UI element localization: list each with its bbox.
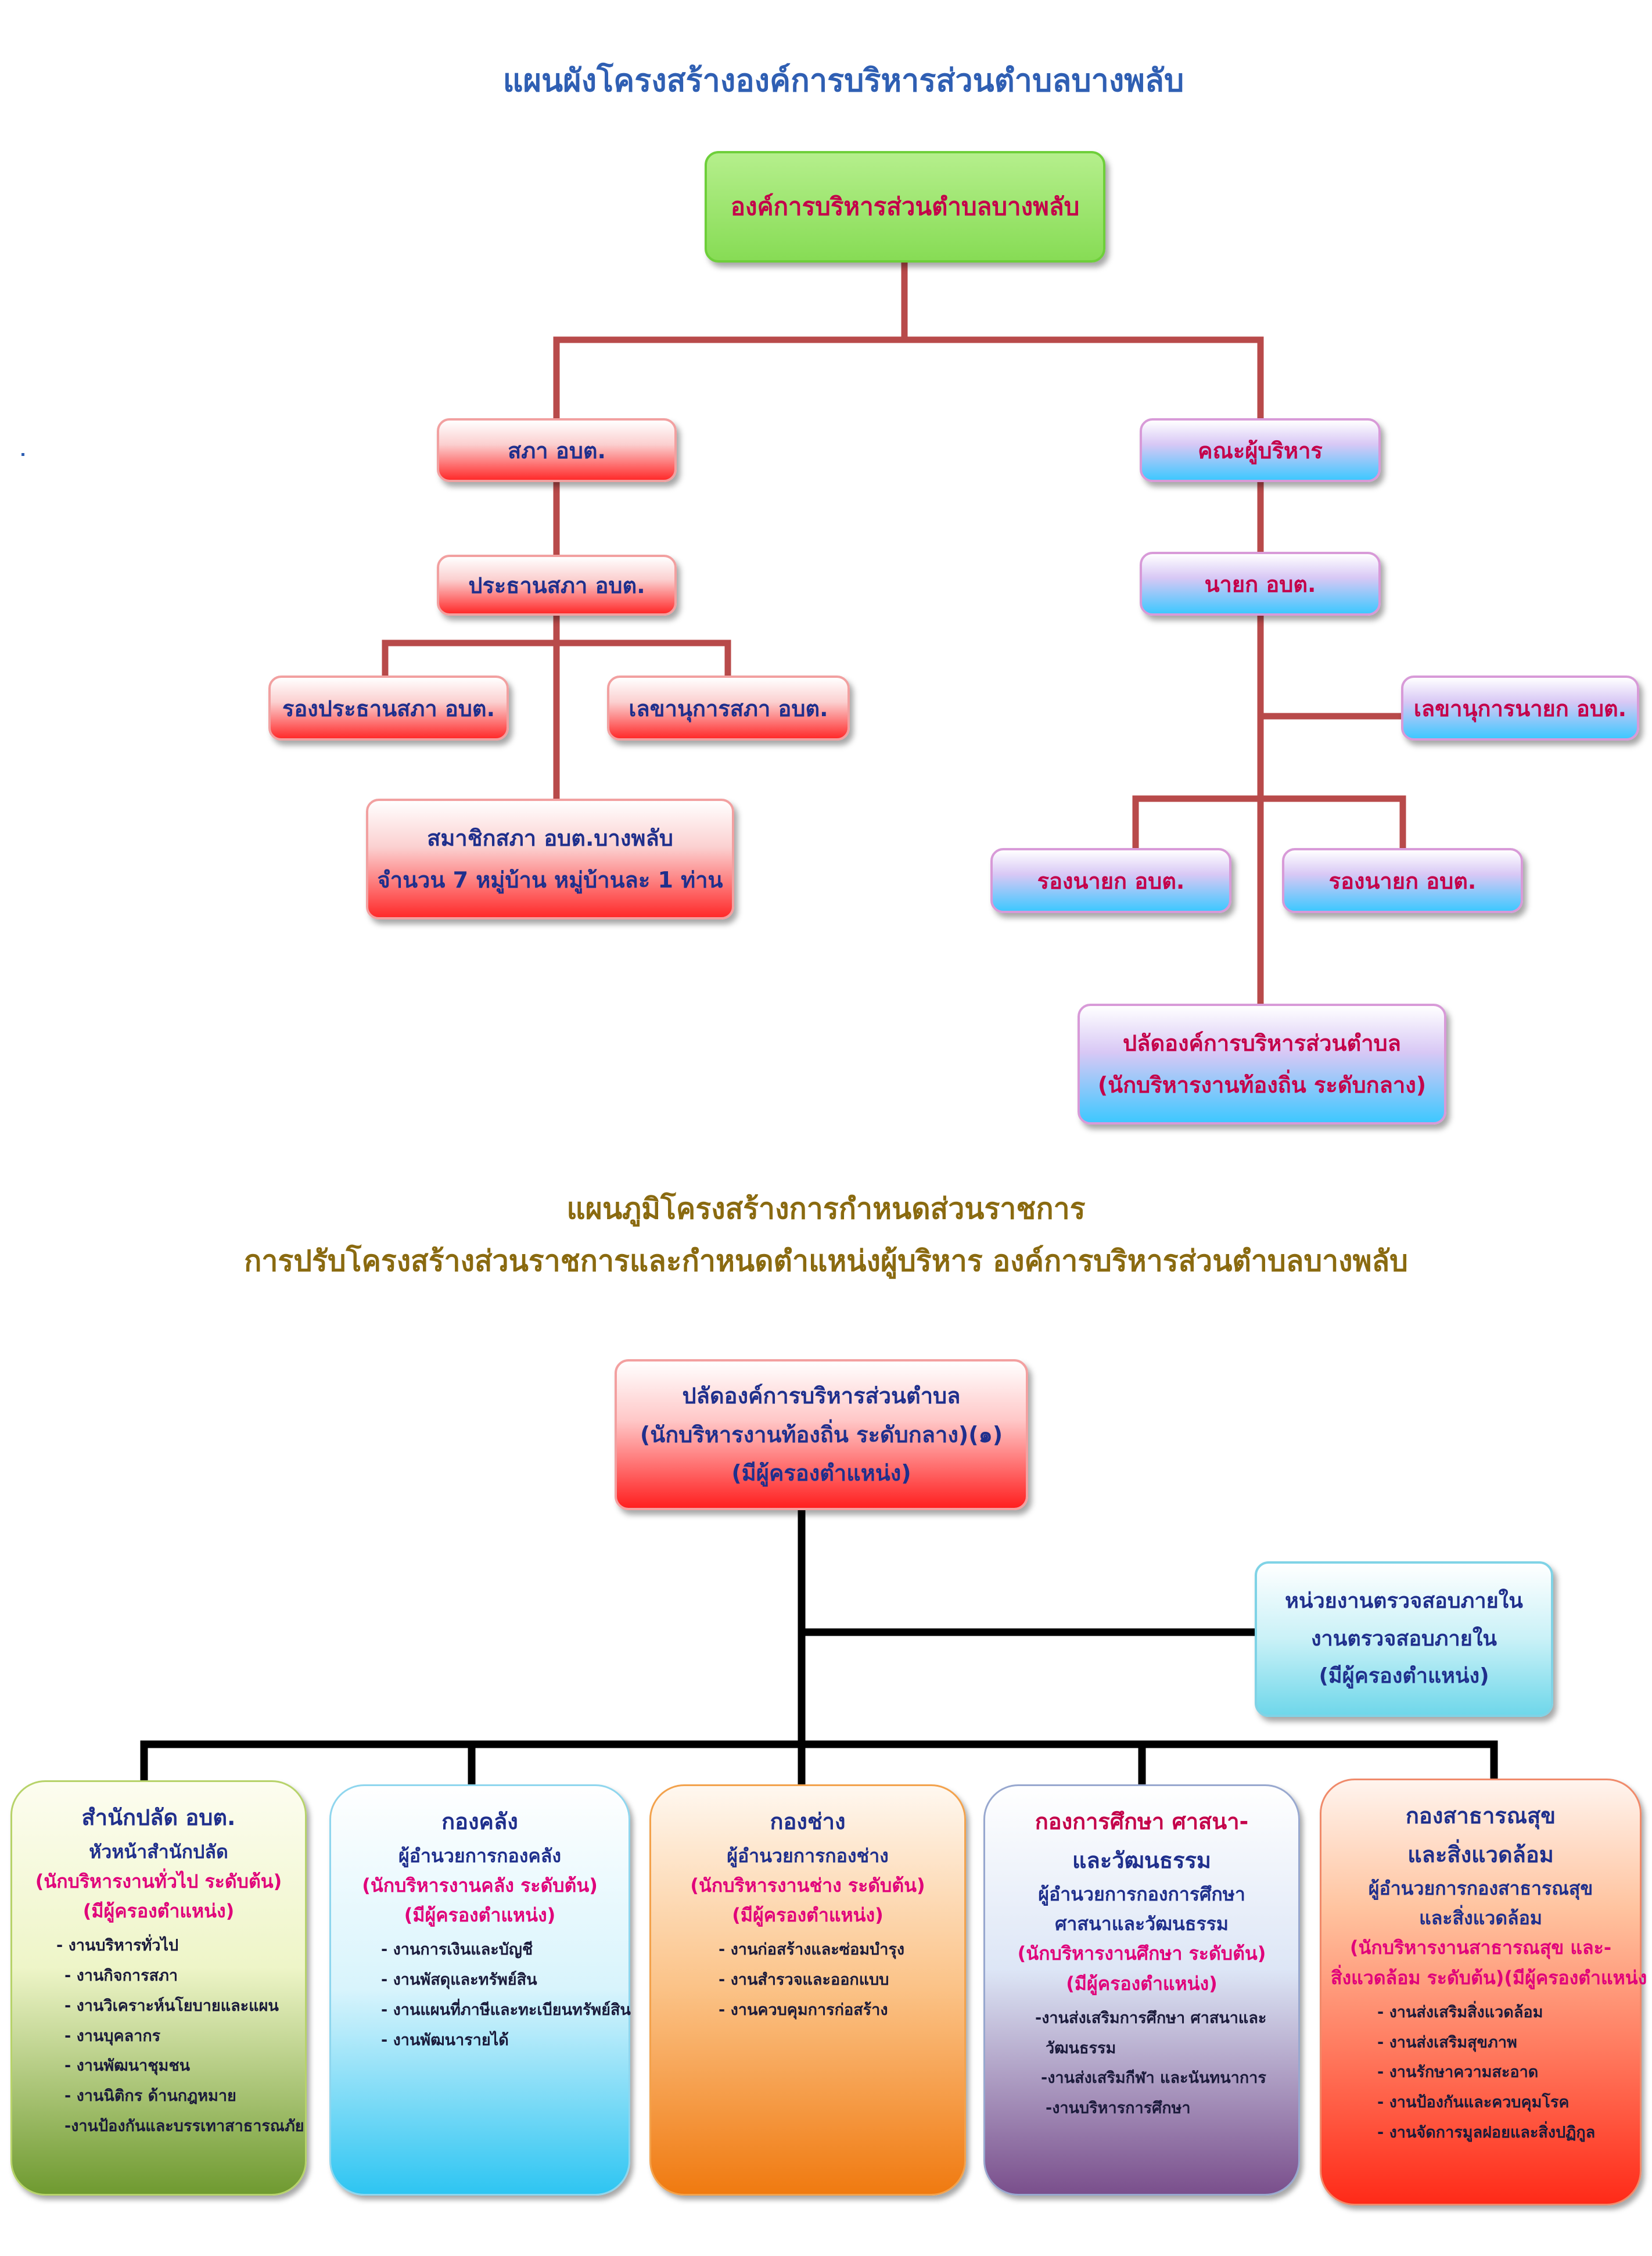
- department-status: (มีผู้ครองตำแหน่ง): [404, 1903, 556, 1926]
- task-item: -งานบริหารการศึกษา: [1046, 2099, 1191, 2118]
- department-position-line2: สิ่งแวดล้อม ระดับต้น)(มีผู้ครองตำแหน่ง: [1331, 1966, 1647, 1989]
- department-task-list: - งานก่อสร้างและซ่อมบำรุง - งานสำรวจและอ…: [660, 1935, 955, 2025]
- stray-dot: [21, 453, 24, 456]
- task-item: - งานป้องกันและควบคุมโรค: [1377, 2093, 1570, 2112]
- task-item: - งานจัดการมูลฝอยและสิ่งปฏิกูล: [1377, 2124, 1596, 2142]
- department-head: ผู้อำนวยการกองคลัง: [398, 1844, 561, 1867]
- task-item: - งานกิจการสภา: [64, 1966, 178, 1985]
- executive-box: คณะผู้บริหาร: [1140, 418, 1381, 482]
- task-item: - งานนิติกร ด้านกฎหมาย: [64, 2087, 236, 2106]
- org-top-box: องค์การบริหารส่วนตำบลบางพลับ: [705, 151, 1105, 263]
- department-name: สำนักปลัด อบต.: [81, 1805, 236, 1830]
- department-name-line2: และสิ่งแวดล้อม: [1407, 1841, 1554, 1867]
- department-name: กองช่าง: [770, 1809, 846, 1834]
- mayor-box: นายก อบต.: [1140, 552, 1381, 616]
- task-item: - งานพัสดุและทรัพย์สิน: [381, 1970, 537, 1989]
- council-box: สภา อบต.: [437, 418, 677, 482]
- department-head-line2: และสิ่งแวดล้อม: [1419, 1907, 1542, 1930]
- department-position: (นักบริหารงานคลัง ระดับต้น): [362, 1874, 598, 1896]
- department-name-line2: และวัฒนธรรม: [1072, 1847, 1211, 1873]
- task-item: - งานส่งเสริมสิ่งแวดล้อม: [1377, 2003, 1543, 2021]
- deputy-mayor-box-2: รองนายก อบต.: [1282, 848, 1523, 913]
- task-item: - งานวิเคราะห์นโยบายและแผน: [64, 1996, 279, 2015]
- department-task-list: -งานส่งเสริมการศึกษา ศาสนาและ วัฒนธรรม -…: [994, 2003, 1289, 2124]
- department-head-line2: ศาสนาและวัฒนธรรม: [1055, 1913, 1229, 1935]
- task-item: - งานส่งเสริมสุขภาพ: [1377, 2033, 1517, 2052]
- department-position: (นักบริหารงานทั่วไป ระดับต้น): [35, 1870, 282, 1892]
- department-status: (มีผู้ครองตำแหน่ง): [1066, 1972, 1218, 1995]
- department-head: ผู้อำนวยการกองสาธารณสุข: [1368, 1877, 1593, 1899]
- department-card-clerk-office: สำนักปลัด อบต. หัวหน้าสำนักปลัด (นักบริห…: [10, 1780, 307, 2196]
- department-position: (นักบริหารงานช่าง ระดับต้น): [690, 1874, 925, 1896]
- department-name: กองคลัง: [441, 1809, 518, 1834]
- task-item: - งานก่อสร้างและซ่อมบำรุง: [719, 1941, 905, 1959]
- task-item: - งานแผนที่ภาษีและทะเบียนทรัพย์สิน: [381, 2000, 631, 2019]
- task-item: -งานป้องกันและบรรเทาสาธารณภัย: [64, 2117, 304, 2136]
- council-members-box: สมาชิกสภา อบต.บางพลับ จำนวน 7 หมู่บ้าน ห…: [366, 799, 734, 919]
- clerk-box: ปลัดองค์การบริหารส่วนตำบล (นักบริหารงานท…: [1078, 1004, 1446, 1125]
- department-position: (นักบริหารงานศึกษา ระดับต้น): [1017, 1942, 1266, 1965]
- task-item: - งานควบคุมการก่อสร้าง: [719, 2000, 888, 2019]
- council-vice-box: รองประธานสภา อบต.: [268, 676, 509, 741]
- deputy-mayor-box-1: รองนายก อบต.: [990, 848, 1231, 913]
- department-task-list: - งานส่งเสริมสิ่งแวดล้อม - งานส่งเสริมสุ…: [1331, 1998, 1631, 2148]
- mayor-secretary-box: เลขานุการนายก อบต.: [1401, 676, 1639, 741]
- section-title: แผนภูมิโครงสร้างการกำหนดส่วนราชการ: [566, 1192, 1086, 1226]
- department-task-list: - งานบริหารทั่วไป - งานกิจการสภา - งานวิ…: [21, 1931, 304, 2142]
- task-item: - งานการเงินและบัญชี: [381, 1941, 533, 1959]
- admin-clerk-box: ปลัดองค์การบริหารส่วนตำบล (นักบริหารงานท…: [615, 1359, 1028, 1510]
- task-item: - งานบุคลากร: [64, 2027, 161, 2045]
- council-secretary-box: เลขานุการสภา อบต.: [607, 676, 850, 741]
- department-card-education: กองการศึกษา ศาสนา- และวัฒนธรรม ผู้อำนวยก…: [983, 1784, 1300, 2196]
- task-item: - งานบริหารทั่วไป: [56, 1937, 179, 1955]
- department-status: (มีผู้ครองตำแหน่ง): [82, 1899, 235, 1922]
- task-item: - งานรักษาความสะอาด: [1377, 2063, 1539, 2082]
- task-item: -งานส่งเสริมการศึกษา ศาสนาและ: [1035, 2009, 1267, 2027]
- main-title: แผนผังโครงสร้างองค์การบริหารส่วนตำบลบางพ…: [502, 62, 1184, 99]
- department-card-engineering: กองช่าง ผู้อำนวยการกองช่าง (นักบริหารงาน…: [649, 1784, 966, 2196]
- department-name: กองสาธารณสุข: [1405, 1803, 1556, 1828]
- department-name: กองการศึกษา ศาสนา-: [1035, 1809, 1249, 1834]
- department-head: ผู้อำนวยการกองช่าง: [727, 1844, 889, 1867]
- department-status: (มีผู้ครองตำแหน่ง): [732, 1903, 884, 1926]
- task-item: -งานส่งเสริมกีฬา และนันทนาการ: [1041, 2069, 1266, 2088]
- department-card-public-health: กองสาธารณสุข และสิ่งแวดล้อม ผู้อำนวยการก…: [1320, 1779, 1647, 2205]
- task-item: - งานสำรวจและออกแบบ: [719, 1970, 889, 1989]
- department-task-list: - งานการเงินและบัญชี - งานพัสดุและทรัพย์…: [340, 1935, 631, 2055]
- council-chair-box: ประธานสภา อบต.: [437, 555, 677, 616]
- section-subtitle: การปรับโครงสร้างส่วนราชการและกำหนดตำแหน่…: [244, 1244, 1408, 1278]
- task-item: - งานพัฒนารายได้: [381, 2031, 509, 2049]
- audit-unit-box: หน่วยงานตรวจสอบภายใน งานตรวจสอบภายใน (มี…: [1255, 1561, 1553, 1717]
- department-position: (นักบริหารงานสาธารณสุข และ-: [1349, 1937, 1612, 1959]
- department-head: หัวหน้าสำนักปลัด: [89, 1840, 228, 1863]
- task-item: - งานพัฒนาชุมชน: [64, 2057, 191, 2075]
- department-card-finance: กองคลัง ผู้อำนวยการกองคลัง (นักบริหารงาน…: [329, 1784, 631, 2196]
- task-item: วัฒนธรรม: [1046, 2039, 1116, 2057]
- department-head: ผู้อำนวยการกองการศึกษา: [1038, 1883, 1245, 1905]
